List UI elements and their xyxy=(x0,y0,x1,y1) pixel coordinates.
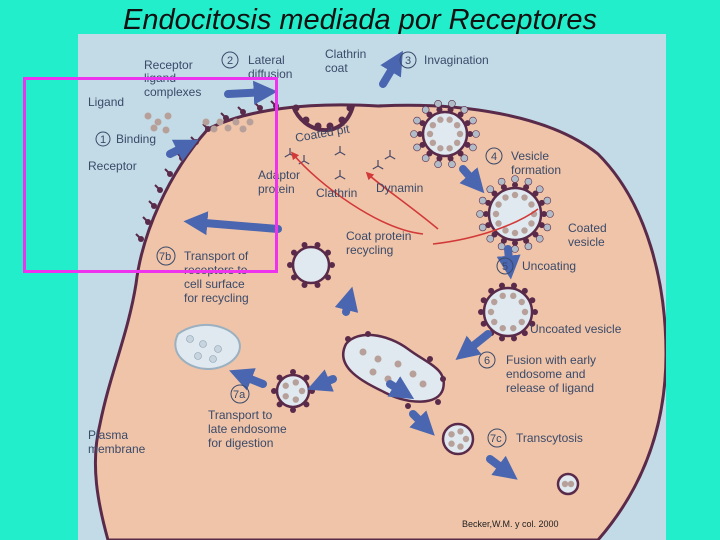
label-clathrin: Clathrin xyxy=(316,186,357,200)
coat-recycle-arrow-3 xyxy=(432,208,539,245)
late-endosome-arrow xyxy=(229,368,267,391)
label-invagination: Invagination xyxy=(424,53,489,67)
step-7b-number: 7b xyxy=(159,251,171,263)
vesicle-formation-arrow xyxy=(459,165,485,194)
coat-recycle-arrow-2 xyxy=(365,171,439,230)
step-6-number: 6 xyxy=(484,355,490,367)
recycle-up-arrow xyxy=(334,286,359,316)
invagination-vesicle xyxy=(410,99,480,169)
invagination-arrow xyxy=(379,50,403,88)
label-ligand: Ligand xyxy=(88,95,124,109)
step-5-number: 5 xyxy=(502,261,508,273)
step-2-number: 2 xyxy=(227,55,233,67)
step-1-number: 1 xyxy=(100,134,106,146)
label-dynamin: Dynamin xyxy=(376,181,423,195)
uncoated-vesicle xyxy=(478,282,538,342)
binding-arrow xyxy=(166,139,199,162)
fusion-arrow xyxy=(455,330,492,360)
transcytosis-out-arrow xyxy=(486,455,518,480)
step-4-number: 4 xyxy=(491,151,497,163)
image-credit: Becker,W.M. y col. 2000 xyxy=(462,519,559,529)
late-endosome xyxy=(271,369,315,413)
recycling-vesicle xyxy=(287,242,335,288)
transcytosis-arrow xyxy=(409,410,435,436)
endosome-arrow xyxy=(386,376,415,400)
transcytosis-vesicles xyxy=(441,422,580,496)
step-7c-number: 7c xyxy=(490,433,502,445)
lateral-diffusion-arrow xyxy=(224,80,278,105)
highlight-box xyxy=(23,77,278,273)
label-receptor: Receptor xyxy=(88,159,137,173)
to-late-arrow xyxy=(307,369,337,392)
step-7a-number: 7a xyxy=(233,389,246,401)
transport-receptors-arrow xyxy=(183,211,282,236)
ligand-cluster xyxy=(144,112,254,134)
label-transcytosis: Transcytosis xyxy=(516,431,583,445)
coat-recycle-arrow-1 xyxy=(290,151,424,235)
slide-title: Endocitosis mediada por Receptores xyxy=(123,4,597,36)
step-3-number: 3 xyxy=(405,55,411,67)
label-binding: Binding xyxy=(116,132,156,146)
coated-pit xyxy=(291,105,355,133)
coated-vesicle xyxy=(476,175,554,253)
early-endosome xyxy=(174,323,446,409)
label-uncoated-vesicle: Uncoated vesicle xyxy=(530,322,622,336)
label-uncoating: Uncoating xyxy=(522,259,576,273)
